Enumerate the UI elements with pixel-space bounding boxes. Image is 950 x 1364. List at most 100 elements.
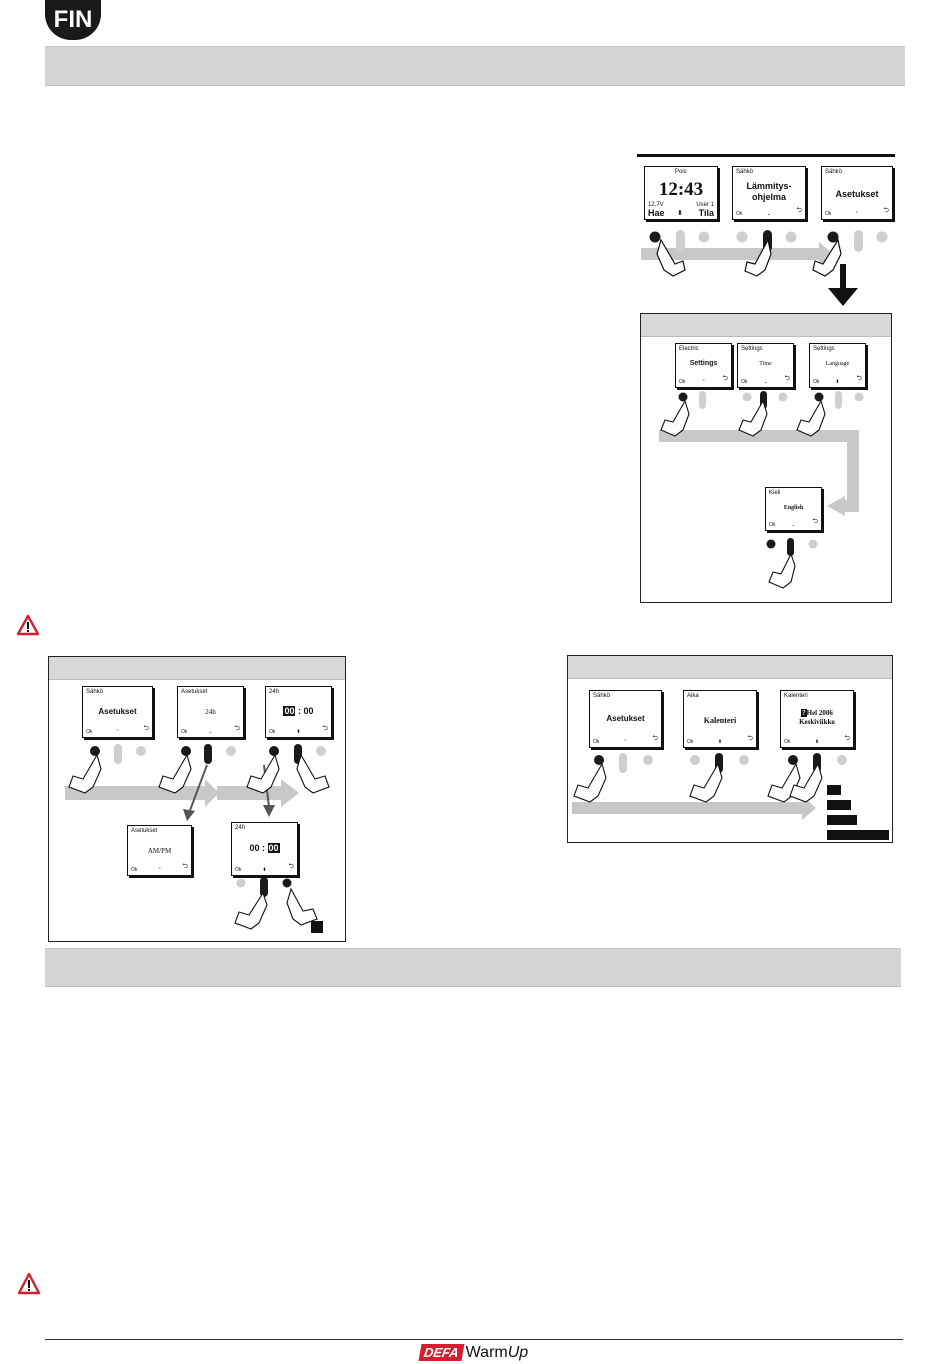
return-button[interactable] (854, 392, 864, 402)
return-icon: ⮌ (784, 375, 790, 382)
hand-icon (68, 753, 102, 794)
ok-button[interactable] (766, 539, 776, 549)
display-main: 24h (205, 708, 216, 716)
edit-marker: ? (801, 709, 807, 717)
ok-button[interactable] (742, 392, 752, 402)
return-icon: ⮌ (812, 518, 818, 525)
display-title: Sähkö (593, 693, 611, 699)
updown-button[interactable] (787, 538, 794, 556)
return-icon: ⮌ (652, 735, 658, 742)
ok-button[interactable] (736, 231, 748, 243)
display-main: Asetukset (835, 189, 879, 199)
ok-label: Ok (679, 379, 686, 385)
display-voltage: 12,7V (648, 202, 664, 208)
hand-icon (796, 399, 826, 437)
flow-arrow (572, 802, 802, 814)
display-main: Time (759, 361, 772, 367)
ok-button[interactable] (181, 746, 191, 756)
return-button[interactable] (808, 539, 818, 549)
display-settings: Electric Settings Ok⌃⮌ (675, 343, 732, 388)
display-title: Sähkö (825, 169, 843, 175)
minutes-field[interactable]: 00 (267, 843, 280, 853)
section-header-band-2 (45, 948, 901, 987)
ok-label: Ok (181, 729, 188, 735)
updown-button[interactable] (619, 753, 627, 773)
hours-field[interactable]: 00 (283, 706, 296, 716)
minutes-field[interactable]: 00 (303, 706, 314, 716)
button-flow-graphic (659, 391, 864, 516)
ok-button[interactable] (90, 746, 100, 756)
updown-button[interactable] (204, 744, 212, 764)
ok-button[interactable] (236, 878, 246, 888)
return-button[interactable] (876, 231, 888, 243)
ok-label: Ok (813, 379, 820, 385)
ok-label: Ok (235, 867, 242, 873)
updown-button[interactable] (835, 391, 842, 409)
up-icon: ⌃ (157, 867, 162, 873)
figure-language-setting: Electric Settings Ok⌃⮌ Settings Time Ok⌄… (640, 313, 892, 603)
connector-arrowhead (263, 805, 275, 817)
display-time: Settings Time Ok⌄⮌ (737, 343, 794, 388)
hand-icon (296, 753, 330, 794)
display-time: 00 : 00 (266, 706, 331, 716)
return-button[interactable] (316, 746, 326, 756)
hand-icon (789, 762, 823, 803)
updown-icon: ⬍ (835, 379, 840, 385)
updown-button[interactable] (854, 230, 863, 252)
display-user: User 1 (696, 202, 714, 208)
return-button[interactable] (643, 755, 653, 765)
display-footer: Ok⌃⮌ (593, 735, 658, 745)
return-button[interactable] (136, 746, 146, 756)
display-title: Sähkö (86, 689, 104, 695)
updown-icon: ⬍ (677, 210, 683, 217)
display-24h: Asetukset 24h Ok⌄⮌ (177, 686, 244, 738)
updown-button[interactable] (699, 391, 706, 409)
display-footer: Ok⌄⮌ (736, 207, 802, 217)
display-main-line1: Lämmitys- (746, 181, 792, 191)
display-footer: Ok⌃⮌ (131, 863, 188, 873)
hours-field[interactable]: 00 (249, 843, 260, 853)
return-icon: ⮌ (883, 207, 889, 214)
return-button[interactable] (778, 392, 788, 402)
down-arrow (828, 264, 858, 306)
display-footer: Ok⬍⮌ (687, 735, 753, 745)
ok-button[interactable] (814, 392, 824, 402)
updown-button[interactable] (114, 744, 122, 764)
display-main: AM/PM (147, 847, 172, 855)
return-button[interactable] (698, 231, 710, 243)
display-footer: Ok⬍⮌ (813, 375, 862, 385)
return-button[interactable] (837, 755, 847, 765)
ok-button[interactable] (788, 755, 798, 765)
return-icon: ⮌ (288, 863, 294, 870)
down-icon: ⌄ (766, 211, 772, 217)
up-icon: ⌃ (115, 729, 120, 735)
return-icon: ⮌ (182, 863, 188, 870)
display-footer: Ok⌃⮌ (825, 207, 889, 217)
ok-button[interactable] (690, 755, 700, 765)
return-icon: ⮌ (322, 725, 328, 732)
time-separator: : (298, 706, 301, 716)
display-main: English (783, 505, 804, 511)
ok-button[interactable] (678, 392, 688, 402)
button-flow-graphic-2 (766, 538, 818, 589)
updown-button[interactable] (260, 877, 268, 897)
display-minute-edit: 24h 00 : 00 Ok⬍⮌ (231, 822, 298, 876)
ok-button[interactable] (649, 231, 661, 243)
display-ampm: Asetukset AM/PM Ok⌃⮌ (127, 825, 192, 876)
updown-button[interactable] (676, 230, 685, 252)
display-main: Asetukset (606, 714, 645, 723)
display-main: Kalenteri (703, 716, 737, 725)
display-settings: Sähkö Asetukset Ok⌃⮌ (82, 686, 153, 738)
hand-icon (738, 399, 768, 437)
ok-button[interactable] (827, 231, 839, 243)
display-title: Asetukset (131, 828, 158, 834)
return-button[interactable] (739, 755, 749, 765)
display-time: 00 : 00 (232, 843, 297, 853)
return-button[interactable] (785, 231, 797, 243)
return-button[interactable] (282, 878, 292, 888)
up-icon: ⌃ (854, 211, 860, 217)
ok-button[interactable] (269, 746, 279, 756)
ok-button[interactable] (594, 755, 604, 765)
return-button[interactable] (226, 746, 236, 756)
